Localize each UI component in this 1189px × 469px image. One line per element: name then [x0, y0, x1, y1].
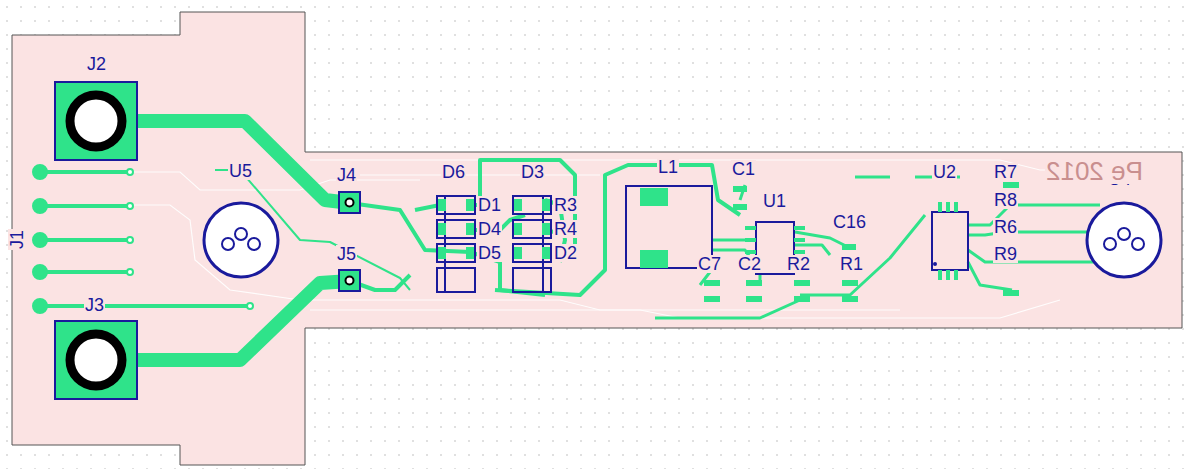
part-designator: R6 [993, 218, 1018, 236]
part-designator: D2 [553, 244, 578, 262]
part-designator: R3 [553, 196, 578, 214]
test-pads [339, 192, 360, 291]
part-designator: R8 [993, 191, 1018, 209]
round-connectors [204, 203, 1161, 277]
part-designator: C16 [832, 213, 867, 231]
part-designator: R2 [786, 255, 811, 273]
part-designator: U1 [762, 192, 787, 210]
watermark: Pe 2012 [1045, 158, 1144, 184]
part-designator: J3 [84, 296, 105, 314]
part-designator: D3 [520, 163, 545, 181]
part-designator: R7 [993, 163, 1018, 181]
part-designator: R4 [553, 220, 578, 238]
part-designator: C7 [697, 255, 722, 273]
part-designator: J5 [336, 245, 357, 263]
part-designator: D1 [477, 196, 502, 214]
part-designator: C2 [737, 255, 762, 273]
part-designator: R1 [839, 255, 864, 273]
part-designator: D6 [441, 163, 466, 181]
part-designator: J1 [8, 229, 26, 250]
part-designator: D5 [477, 244, 502, 262]
board-outline [12, 12, 1182, 465]
part-designator: L1 [657, 158, 679, 176]
mounting-pads [55, 82, 137, 399]
part-designator: J4 [336, 166, 357, 184]
smd-footprints [437, 186, 968, 292]
inner-traces [130, 160, 1080, 318]
component-pads [438, 182, 1019, 302]
part-designator: R9 [993, 245, 1018, 263]
part-designator: U2 [932, 163, 957, 181]
part-designator: J2 [86, 55, 107, 73]
copper-traces [137, 121, 1100, 360]
part-designator: U5 [228, 162, 253, 180]
part-designator: C1 [731, 160, 756, 178]
part-designator: D4 [477, 220, 502, 238]
